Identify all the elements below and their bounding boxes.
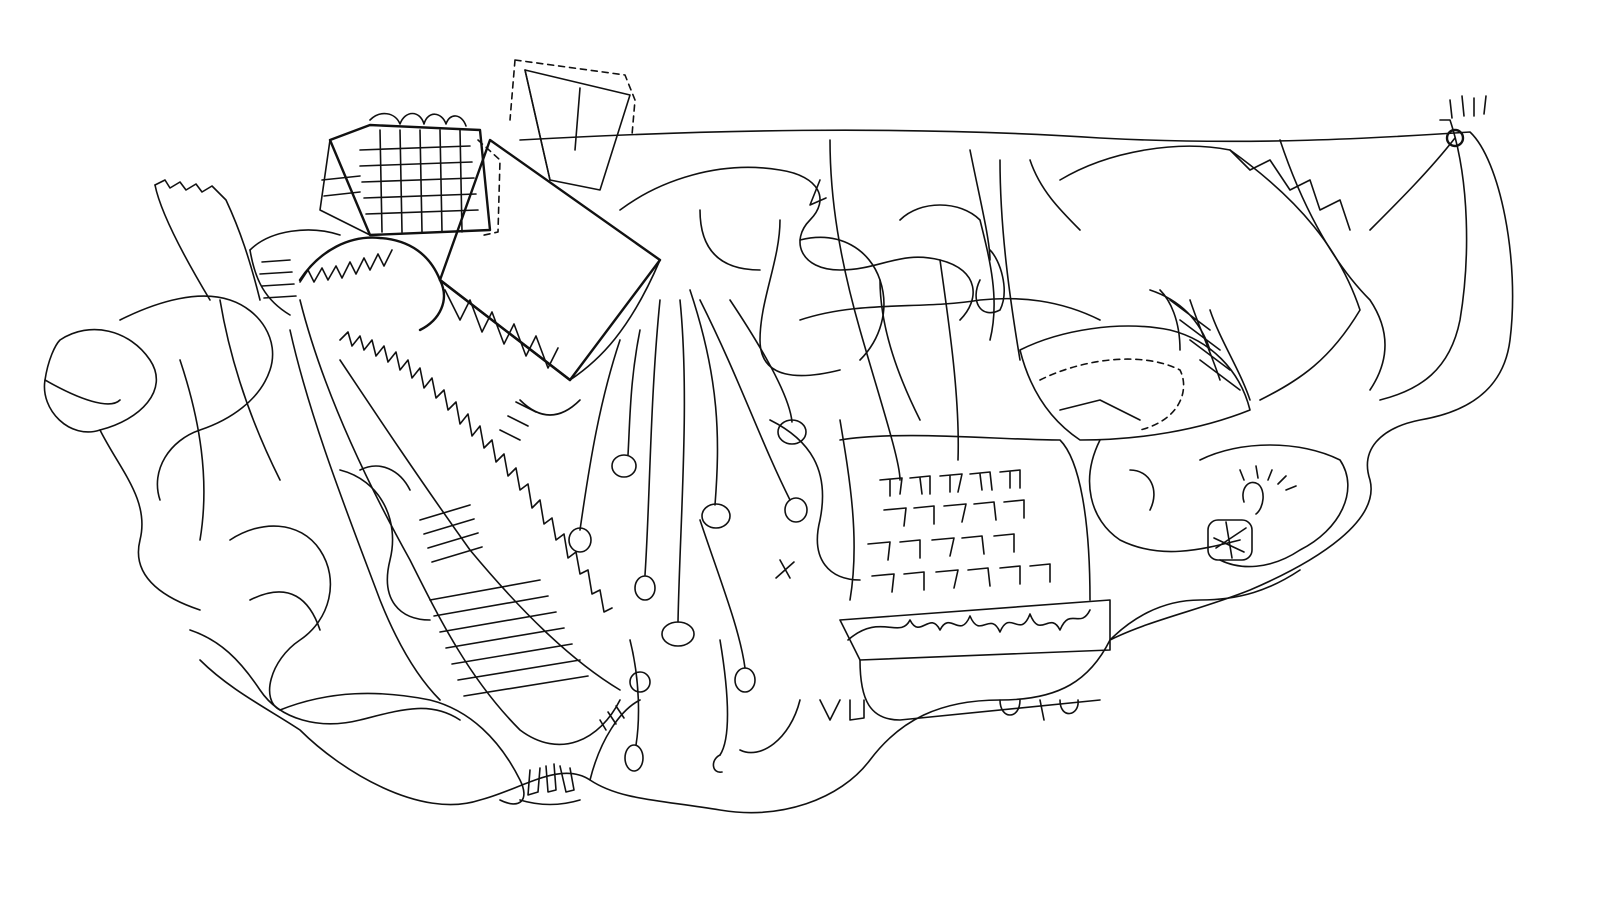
middle-meanders — [619, 139, 1101, 601]
keyboard-grid — [739, 469, 1111, 754]
right-forms — [1019, 95, 1487, 641]
bottom-left-meanders — [179, 299, 641, 781]
dangling-cords — [568, 289, 808, 773]
left-figure — [154, 179, 651, 806]
tall-box — [509, 59, 636, 191]
central-box — [438, 138, 662, 441]
bulb-base — [1207, 519, 1253, 561]
hatched-cube — [319, 112, 501, 237]
